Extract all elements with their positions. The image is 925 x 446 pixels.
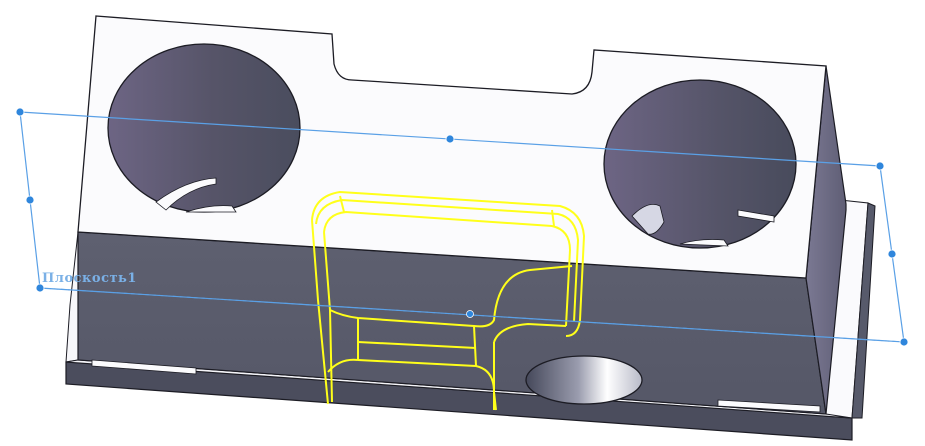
plane-label[interactable]: Плоскость1 — [42, 271, 137, 286]
plane-handle-corner — [35, 283, 45, 293]
plane-handle-corner — [15, 107, 25, 117]
plane-handle-edge — [466, 310, 474, 318]
plane-handle-edge — [25, 195, 35, 205]
plane-handle-edge — [887, 249, 897, 259]
front-bore[interactable] — [525, 355, 643, 405]
right-through-hole[interactable] — [603, 79, 797, 249]
plane-handles[interactable] — [15, 107, 909, 347]
plane-handle-edge — [445, 134, 455, 144]
plane-handle-corner — [899, 337, 909, 347]
plane-handle-corner — [875, 161, 885, 171]
left-through-hole[interactable] — [107, 43, 301, 213]
selected-feature-highlight[interactable] — [311, 190, 586, 411]
base-slots — [91, 359, 821, 413]
